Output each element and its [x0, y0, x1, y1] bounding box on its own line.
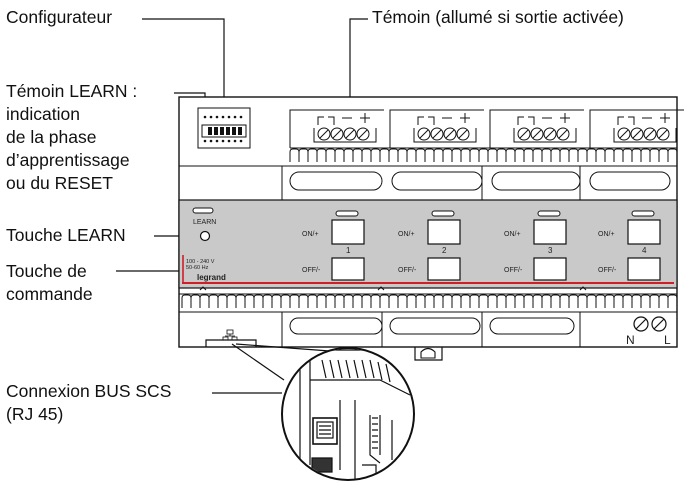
- learn-indicator: [192, 207, 214, 214]
- screw-terminal: [317, 127, 331, 141]
- screw-terminal: [456, 127, 470, 141]
- label-bus-scs-1: Connexion BUS SCS: [6, 381, 172, 401]
- bus-tab: [205, 339, 257, 347]
- off-label: OFF/-: [504, 267, 523, 274]
- top-fingers: [289, 148, 678, 162]
- on-button[interactable]: [627, 219, 661, 245]
- brand-logo: legrand: [197, 273, 226, 282]
- channel-number: 2: [442, 246, 447, 255]
- off-button[interactable]: [627, 257, 661, 281]
- screw-terminal: [443, 127, 457, 141]
- bottom-fingers: [181, 294, 678, 308]
- top-slots: [281, 166, 671, 200]
- output-terminal-group: [289, 109, 384, 148]
- label-touche-commande-2: commande: [6, 284, 93, 304]
- channel-block: ON/+ OFF/- 4: [598, 210, 661, 281]
- off-button[interactable]: [331, 257, 365, 281]
- label-temoin-learn-4: d’apprentissage: [6, 150, 130, 170]
- channel-blocks: ON/+ OFF/- 1 ON/+ OFF/- 2 ON/+ OFF/- 3 ON/+ OFF/- 4: [199, 210, 661, 291]
- voltage-text-2: 50-60 Hz: [186, 265, 209, 271]
- top-terminal-area: [179, 107, 684, 200]
- channel-number: 3: [548, 246, 553, 255]
- label-temoin-learn-1: Témoin LEARN :: [6, 81, 138, 101]
- output-indicator: [537, 210, 561, 217]
- screw-terminal: [543, 127, 557, 141]
- label-touche-learn: Touche LEARN: [6, 225, 126, 245]
- voltage-text-1: 100 - 240 V: [186, 259, 215, 265]
- off-label: OFF/-: [398, 267, 417, 274]
- screw-terminal: [556, 127, 570, 141]
- label-touche-commande-1: Touche de: [6, 261, 87, 281]
- neutral-text: N: [626, 333, 635, 347]
- output-indicator: [631, 210, 655, 217]
- output-terminal-group: [489, 109, 584, 148]
- bottom-area: N L: [179, 293, 678, 361]
- rj45-port: [312, 417, 338, 445]
- learn-button[interactable]: [199, 230, 211, 242]
- learn-text: LEARN: [193, 219, 216, 226]
- screw-terminal: [656, 127, 670, 141]
- on-label: ON/+: [504, 231, 521, 238]
- label-temoin-learn-2: indication: [6, 104, 80, 124]
- channel-number: 1: [346, 246, 351, 255]
- on-label: ON/+: [598, 231, 615, 238]
- channel-block: ON/+ OFF/- 2: [398, 210, 461, 281]
- screw-terminal: [417, 127, 431, 141]
- line-text: L: [664, 333, 671, 347]
- on-label: ON/+: [302, 231, 319, 238]
- off-label: OFF/-: [302, 267, 321, 274]
- off-button[interactable]: [533, 257, 567, 281]
- on-button[interactable]: [533, 219, 567, 245]
- output-terminal-group: [389, 109, 484, 148]
- on-label: ON/+: [398, 231, 415, 238]
- label-bus-scs-2: (RJ 45): [6, 404, 64, 424]
- label-temoin-learn-5: ou du RESET: [6, 173, 113, 193]
- screw-terminal: [643, 127, 657, 141]
- output-terminals: [289, 109, 684, 148]
- configurator-connector: [201, 115, 247, 143]
- screw-terminal: [343, 127, 357, 141]
- output-terminal-group: [589, 109, 684, 148]
- screw-terminal: [617, 127, 631, 141]
- channel-block: ON/+ OFF/- 3: [504, 210, 567, 281]
- channel-number: 4: [642, 246, 647, 255]
- screw-terminal: [330, 127, 344, 141]
- caret-mark: [199, 286, 207, 291]
- caret-mark: [377, 286, 385, 291]
- output-indicator: [335, 210, 359, 217]
- screw-terminal: [517, 127, 531, 141]
- din-clip: [414, 347, 443, 361]
- label-configurateur: Configurateur: [6, 7, 113, 27]
- screw-terminal: [530, 127, 544, 141]
- channel-block: ON/+ OFF/- 1: [302, 210, 365, 281]
- off-label: OFF/-: [598, 267, 617, 274]
- caret-mark: [579, 286, 587, 291]
- on-button[interactable]: [427, 219, 461, 245]
- label-temoin-sortie: Témoin (allumé si sortie activée): [372, 7, 624, 27]
- screw-terminal: [430, 127, 444, 141]
- leader-configurateur: [142, 18, 225, 100]
- off-button[interactable]: [427, 257, 461, 281]
- on-button[interactable]: [331, 219, 365, 245]
- output-indicator: [431, 210, 455, 217]
- screw-terminal: [630, 127, 644, 141]
- label-temoin-learn-3: de la phase: [6, 127, 97, 147]
- rj45-detail: [281, 347, 415, 481]
- network-icon: [222, 329, 238, 341]
- screw-terminal: [356, 127, 370, 141]
